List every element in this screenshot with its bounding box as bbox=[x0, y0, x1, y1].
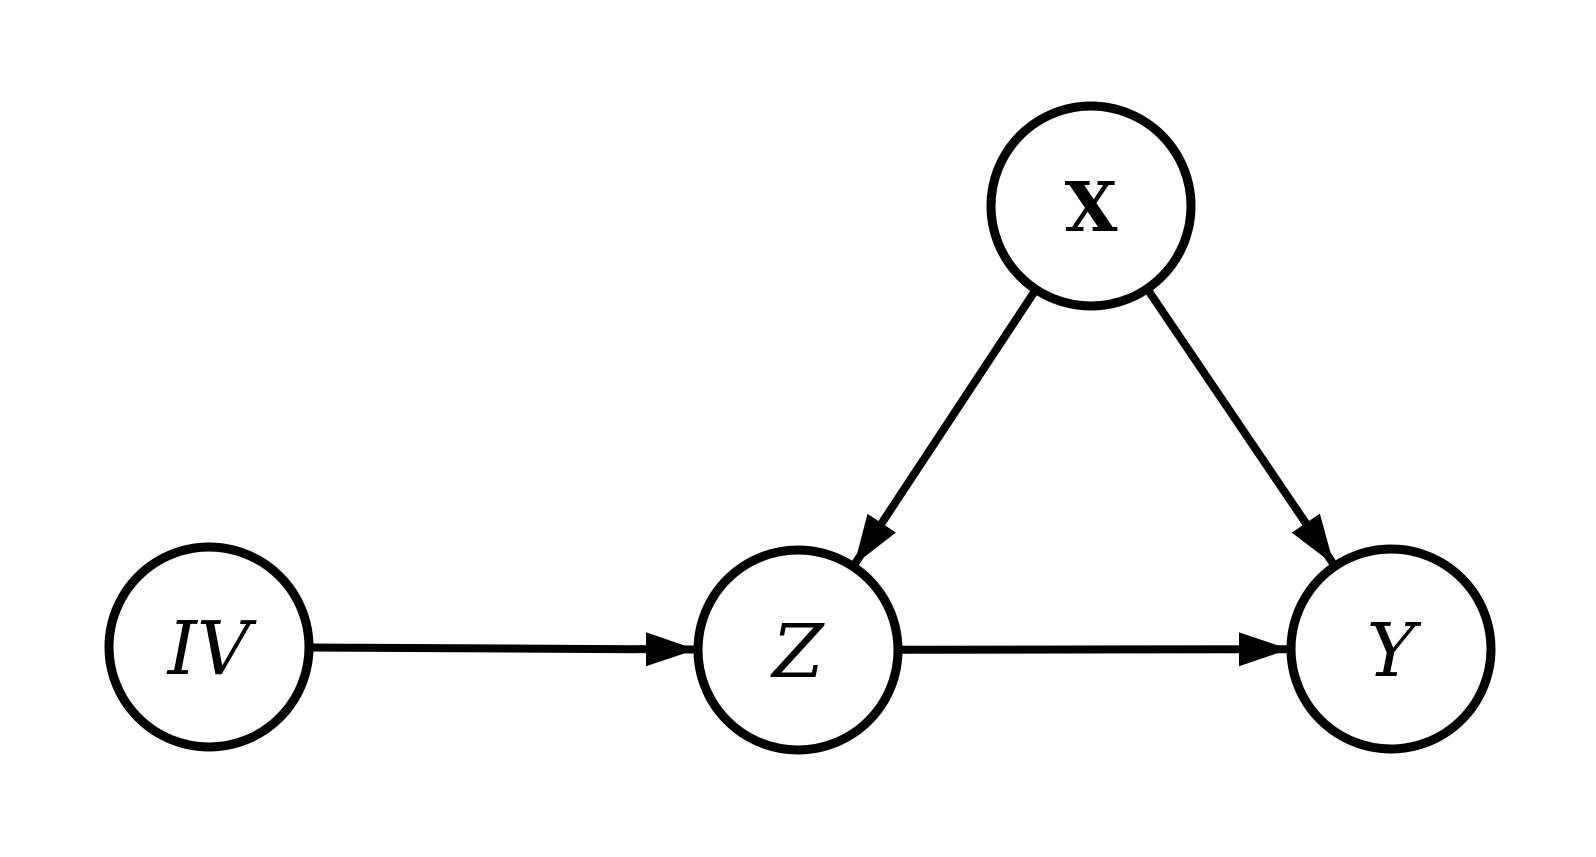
node-x-circle bbox=[986, 101, 1196, 311]
node-iv: IV bbox=[104, 542, 314, 752]
node-z: Z bbox=[693, 545, 903, 755]
node-z-circle bbox=[693, 545, 903, 755]
edges-layer bbox=[306, 284, 1338, 667]
node-y-label: Y bbox=[1367, 608, 1422, 694]
node-iv-label: IV bbox=[166, 606, 257, 692]
node-x: X bbox=[986, 101, 1196, 311]
node-iv-circle bbox=[104, 542, 314, 752]
edge-iv-to-z bbox=[306, 632, 697, 667]
node-x-label: X bbox=[1065, 168, 1118, 248]
node-z-label: Z bbox=[770, 609, 825, 695]
nodes-layer: IV X Z Y bbox=[104, 101, 1496, 755]
edge-z-to-y bbox=[895, 632, 1290, 667]
edge-x-to-y bbox=[1142, 284, 1338, 567]
edge-x-to-z bbox=[850, 285, 1041, 568]
node-y: Y bbox=[1286, 544, 1496, 754]
node-y-circle bbox=[1286, 544, 1496, 754]
